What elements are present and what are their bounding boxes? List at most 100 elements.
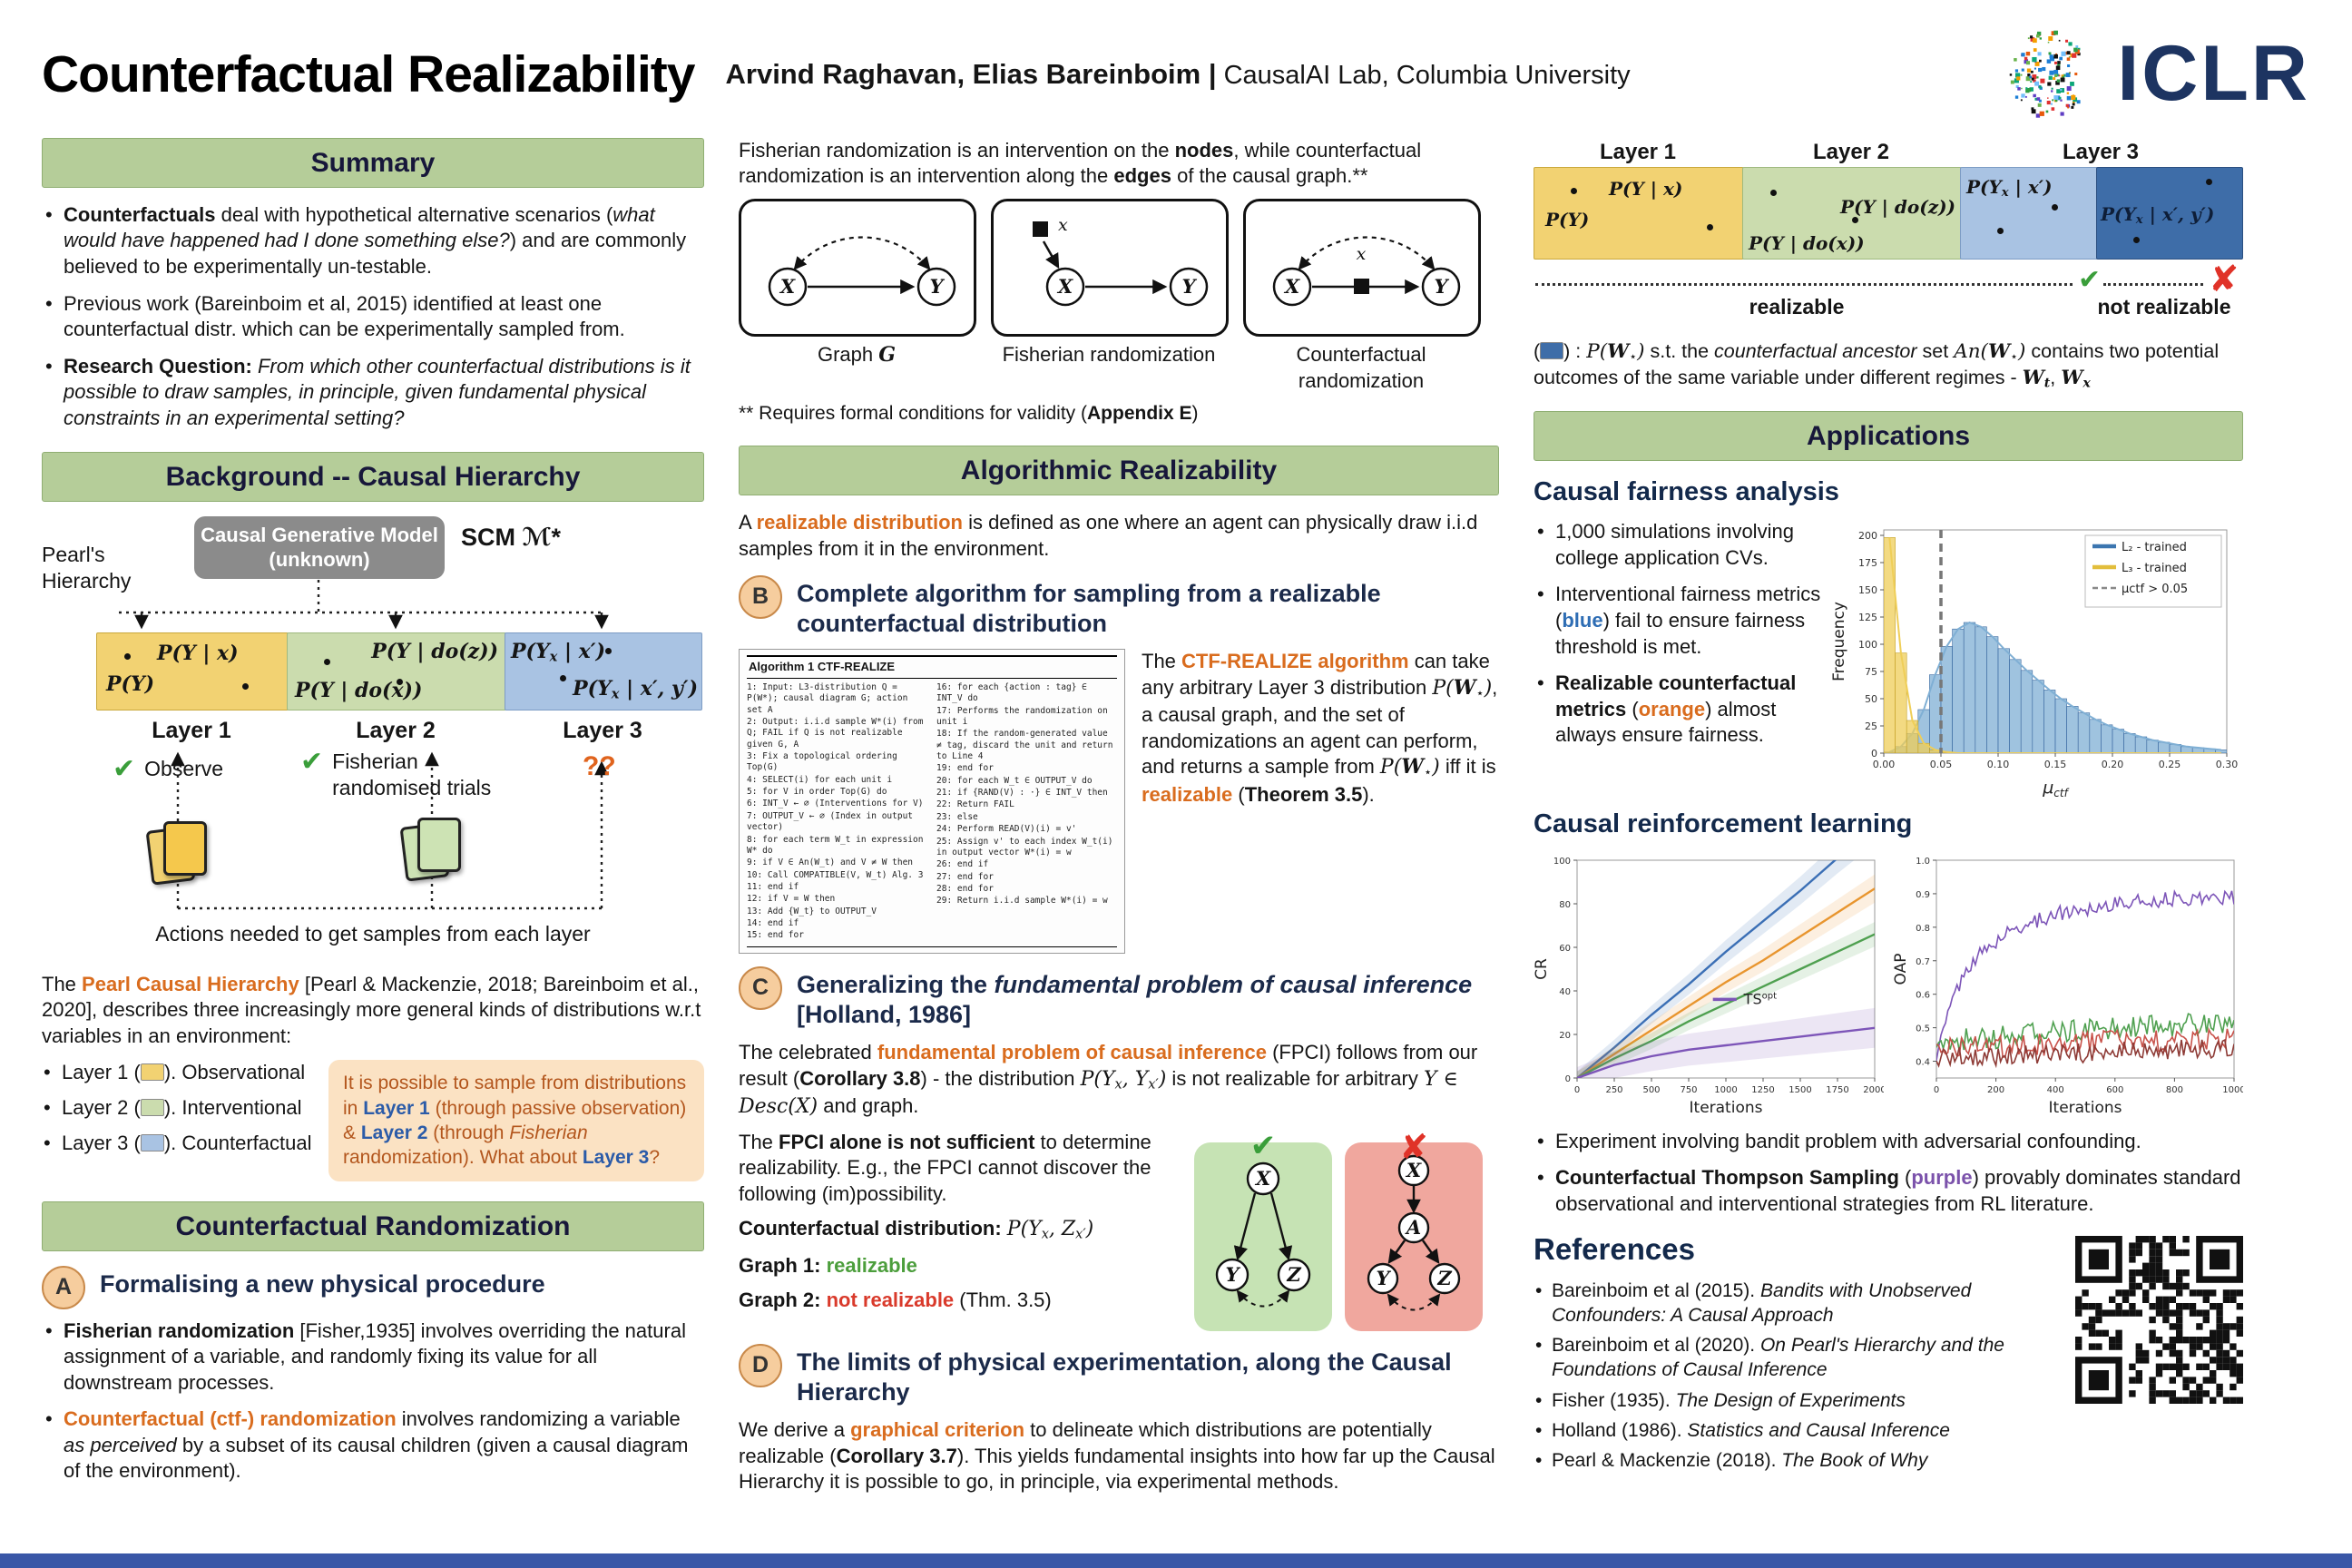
algorithm-column-1: 1: Input: L3-distribution Q = P(W*); cau… xyxy=(747,682,924,941)
randomization-intro: Fisherian randomization is an interventi… xyxy=(739,138,1422,188)
fairness-row: 1,000 simulations involving college appl… xyxy=(1534,519,2243,800)
not-realizable-caption: not realizable xyxy=(2097,294,2231,318)
fairness-bullet: 1,000 simulations involving college appl… xyxy=(1534,519,1822,571)
scatter-dot xyxy=(324,658,330,665)
svg-text:1.0: 1.0 xyxy=(1916,857,1930,867)
graph1-box: ✔ X Y Z xyxy=(1194,1129,1332,1331)
applications-header: Applications xyxy=(1534,411,2243,462)
iclr-logo: ICLR xyxy=(1995,24,2310,125)
scm-box: Causal Generative Model (unknown) xyxy=(194,515,445,579)
svg-text:1500: 1500 xyxy=(1788,1085,1811,1095)
strip-legend: () : P(W⋆) s.t. the counterfactual ances… xyxy=(1534,339,2220,391)
scatter-dot xyxy=(1770,189,1777,196)
strip-layer2-box: P(Y | do(z)) P(Y | do(x)) xyxy=(1742,166,1962,260)
badge-b: B xyxy=(739,574,782,619)
sampling-callout: It is possible to sample from distributi… xyxy=(328,1060,704,1181)
svg-text:TSopt: TSopt xyxy=(1743,990,1777,1007)
fisherian-diagram: x X Y xyxy=(1033,215,1209,307)
scatter-dot xyxy=(605,647,612,654)
authors-names: Arvind Raghavan, Elias Bareinboim | xyxy=(725,57,1217,90)
graphical-criterion-text: We derive a graphical criterion to delin… xyxy=(739,1418,1495,1494)
svg-text:x: x xyxy=(1357,244,1367,264)
ctf-randomization-caption: Counterfactual randomization xyxy=(1296,342,1426,392)
svg-text:0.00: 0.00 xyxy=(1873,759,1896,770)
reference-item: Bareinboim et al (2015). Bandits with Un… xyxy=(1534,1279,2053,1328)
background-header: Background -- Causal Hierarchy xyxy=(42,451,704,502)
svg-text:Y: Y xyxy=(1226,1263,1241,1286)
references-title: References xyxy=(1534,1231,1695,1266)
ctf-bullet: Counterfactual (ctf-) randomization invo… xyxy=(42,1406,704,1485)
scatter-dot xyxy=(1852,216,1858,223)
graph1-diagram: X Y Z xyxy=(1215,1161,1311,1307)
check-icon: ✔ xyxy=(300,746,324,777)
scatter-dot xyxy=(124,652,131,660)
layer3-box: P(Yx | x′) P(Yx | x′, y′) xyxy=(505,632,702,710)
fpci-result: The celebrated fundamental problem of ca… xyxy=(739,1041,1478,1119)
svg-text:125: 125 xyxy=(1858,612,1877,623)
svg-text:0.7: 0.7 xyxy=(1916,957,1930,967)
scatter-dot xyxy=(1707,223,1713,230)
summary-header: Summary xyxy=(42,137,704,188)
svg-text:Z: Z xyxy=(1436,1267,1452,1289)
check-icon: ✔ xyxy=(2078,264,2102,295)
reference-item: Fisher (1935). The Design of Experiments xyxy=(1534,1388,2053,1414)
layer1-box: P(Y) P(Y | x) xyxy=(96,632,289,710)
cross-icon: ✘ xyxy=(1399,1128,1428,1167)
question-marks: ?? xyxy=(583,750,616,781)
svg-text:x: x xyxy=(1058,215,1068,235)
strip-layer1-label: Layer 1 xyxy=(1599,139,1677,164)
svg-text:0.5: 0.5 xyxy=(1916,1024,1930,1034)
scatter-dot xyxy=(397,678,403,685)
ctf-randomization-section: Counterfactual Randomization A Formalisi… xyxy=(42,1200,704,1485)
algorithm-pseudocode: Algorithm 1 CTF-REALIZE 1: Input: L3-dis… xyxy=(739,649,1125,954)
svg-text:Y: Y xyxy=(1435,275,1450,298)
fairness-title: Causal fairness analysis xyxy=(1534,477,1839,507)
rl-bullet: Experiment involving bandit problem with… xyxy=(1534,1129,2243,1155)
svg-text:750: 750 xyxy=(1680,1085,1697,1095)
svg-text:25: 25 xyxy=(1865,720,1877,732)
algorithm-row: Algorithm 1 CTF-REALIZE 1: Input: L3-dis… xyxy=(739,649,1499,954)
svg-text:0: 0 xyxy=(1574,1085,1580,1095)
svg-text:100: 100 xyxy=(1858,639,1877,651)
badge-d: D xyxy=(739,1343,782,1387)
authors-line: Arvind Raghavan, Elias Bareinboim | Caus… xyxy=(726,56,1965,93)
scm-box-line2: (unknown) xyxy=(269,548,370,572)
svg-text:CR: CR xyxy=(1534,958,1551,980)
svg-text:100: 100 xyxy=(1553,857,1571,867)
layer1-label: Layer 1 xyxy=(152,717,231,743)
graph-g-figure: X Y Graph G xyxy=(739,198,976,394)
svg-text:Z: Z xyxy=(1286,1263,1301,1286)
scatter-dot xyxy=(2133,236,2140,243)
svg-text:Y: Y xyxy=(1182,275,1198,298)
subsection-d-title: The limits of physical experimentation, … xyxy=(797,1348,1452,1406)
svg-text:200: 200 xyxy=(1987,1085,2004,1095)
svg-text:1250: 1250 xyxy=(1751,1085,1774,1095)
strip-layer3a-box: P(Yx | x′) xyxy=(1960,166,2098,260)
svg-text:150: 150 xyxy=(1858,584,1877,596)
svg-text:200: 200 xyxy=(1858,530,1877,542)
svg-text:0.9: 0.9 xyxy=(1916,890,1930,900)
svg-text:L₃ - trained: L₃ - trained xyxy=(2122,562,2187,575)
reference-item: Pearl & Mackenzie (2018). The Book of Wh… xyxy=(1534,1448,2053,1474)
graph-g-diagram: X Y xyxy=(768,236,956,307)
subsection-b-title: Complete algorithm for sampling from a r… xyxy=(797,579,1381,638)
ctf-bullet: Fisherian randomization [Fisher,1935] in… xyxy=(42,1318,704,1396)
realizable-definition: A realizable distribution is defined as … xyxy=(739,511,1478,561)
scatter-dot xyxy=(2052,203,2058,211)
authors-affiliation: CausalAI Lab, Columbia University xyxy=(1223,60,1631,90)
svg-text:1000: 1000 xyxy=(1714,1085,1737,1095)
qr-code xyxy=(2075,1235,2243,1404)
distribution-label: P(Y | do(z)) xyxy=(371,639,498,663)
layer-legend-list: Layer 1 (). Observational Layer 2 (). In… xyxy=(42,1060,314,1165)
references-list: Bareinboim et al (2015). Bandits with Un… xyxy=(1534,1279,2053,1474)
layer-legend-item: Layer 3 (). Counterfactual xyxy=(42,1131,314,1157)
example-graphs: ✔ X Y Z xyxy=(1194,1129,1483,1331)
svg-text:A: A xyxy=(1405,1216,1421,1239)
middle-column: Fisherian randomization is an interventi… xyxy=(739,138,1499,1515)
rl-bullet: Counterfactual Thompson Sampling (purple… xyxy=(1534,1165,2243,1217)
summary-bullet: Counterfactuals deal with hypothetical a… xyxy=(42,202,704,280)
svg-text:40: 40 xyxy=(1559,987,1571,997)
badge-c: C xyxy=(739,965,782,1010)
ctf-randomization-figure: x X Y Counterfactual randomization xyxy=(1243,198,1481,394)
